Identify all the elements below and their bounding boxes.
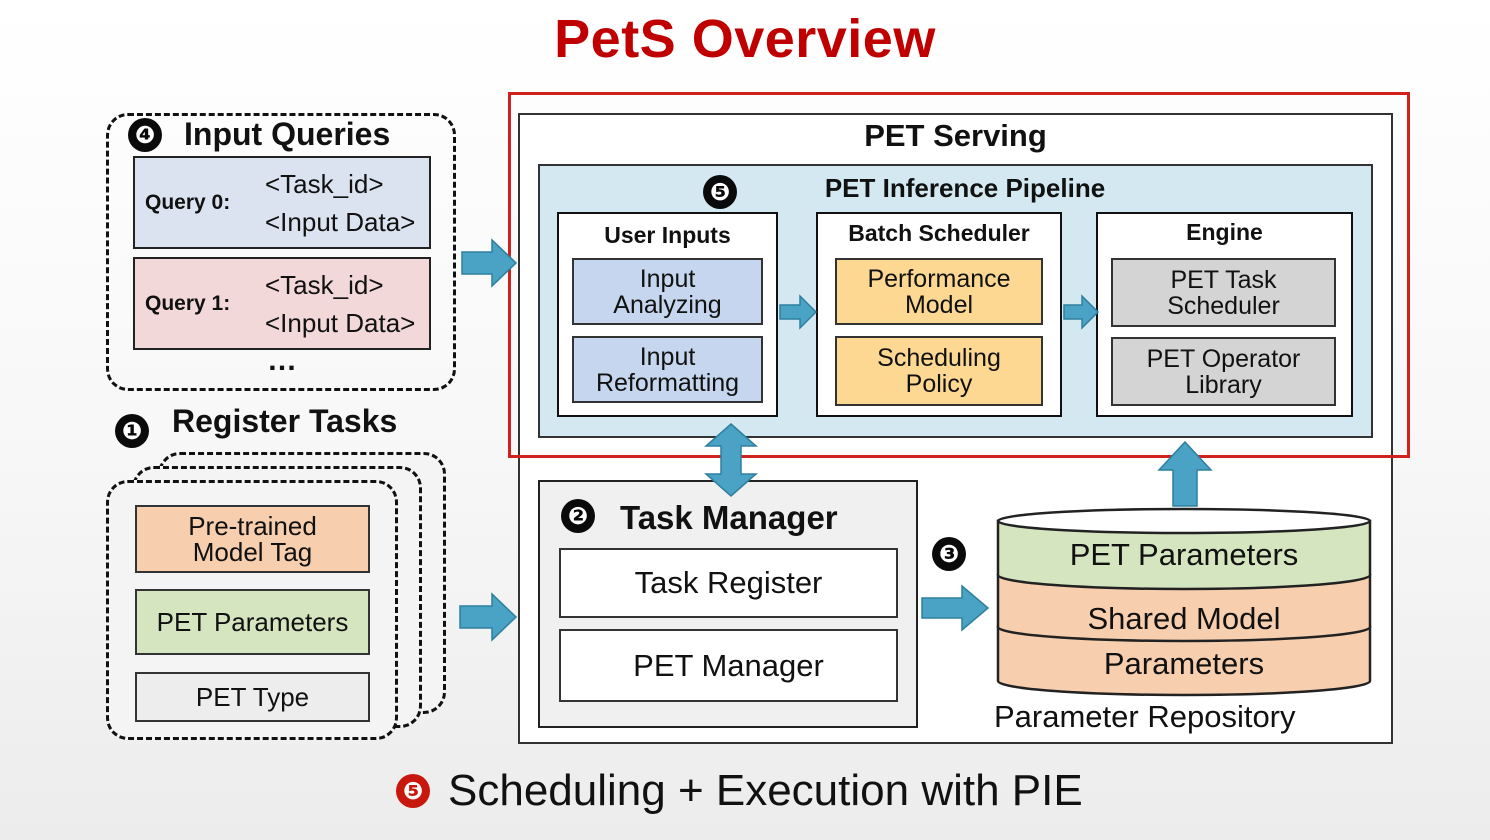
input-analyzing-box: Input Analyzing	[572, 258, 763, 325]
arrow-manager-pipeline-bidirectional	[704, 423, 758, 497]
step-3-badge: ❸	[932, 537, 966, 571]
query-0-box: Query 0: <Task_id> <Input Data>	[133, 156, 431, 249]
input-reformatting-box: Input Reformatting	[572, 336, 763, 403]
query-0-label: Query 0:	[145, 190, 231, 214]
performance-model-box: Performance Model	[835, 258, 1043, 325]
page-title: PetS Overview	[554, 9, 936, 69]
input-queries-panel	[106, 113, 456, 391]
engine-heading: Engine	[1186, 219, 1263, 245]
arrow-manager-to-repository	[921, 584, 990, 632]
more-queries-ellipsis: …	[267, 344, 297, 377]
step-4-badge: ❹	[128, 118, 162, 152]
query-0-input-data: <Input Data>	[265, 206, 416, 237]
cylinder-middle-layer	[996, 573, 1372, 643]
query-1-input-data: <Input Data>	[265, 307, 416, 338]
query-0-task-id: <Task_id>	[265, 168, 384, 199]
cylinder-bottom-layer	[996, 625, 1372, 697]
input-queries-heading: Input Queries	[184, 116, 391, 152]
pretrained-model-tag-box: Pre-trained Model Tag	[135, 505, 370, 573]
arrow-tasks-to-manager	[459, 592, 518, 642]
pipeline-highlight-frame	[508, 92, 1410, 458]
pet-type-box: PET Type	[135, 672, 370, 722]
repo-pet-parameters-label: PET Parameters	[1069, 537, 1299, 572]
step-5-badge: ❺	[703, 175, 737, 209]
arrow-repository-to-engine	[1157, 440, 1213, 507]
parameter-repository-cylinder	[996, 507, 1372, 697]
step-2-badge: ❷	[561, 499, 595, 533]
pet-manager-box: PET Manager	[559, 629, 898, 702]
arrow-queries-to-serving	[461, 238, 518, 288]
cylinder-top-layer	[996, 519, 1372, 591]
pet-operator-library-box: PET Operator Library	[1111, 337, 1336, 406]
step-1-badge: ❶	[115, 414, 149, 448]
register-tasks-heading: Register Tasks	[172, 403, 398, 439]
user-inputs-heading: User Inputs	[604, 222, 731, 248]
query-1-box: Query 1: <Task_id> <Input Data>	[133, 257, 431, 350]
arrow-inputs-to-scheduler	[779, 294, 818, 330]
query-1-label: Query 1:	[145, 291, 231, 315]
pet-task-scheduler-box: PET Task Scheduler	[1111, 258, 1336, 327]
register-pet-parameters-box: PET Parameters	[135, 589, 370, 655]
batch-scheduler-heading: Batch Scheduler	[848, 220, 1030, 246]
query-1-task-id: <Task_id>	[265, 269, 384, 300]
scheduling-policy-box: Scheduling Policy	[835, 336, 1043, 406]
pipeline-heading: PET Inference Pipeline	[824, 173, 1106, 203]
repo-shared-model-label: Shared Model	[1087, 601, 1281, 636]
parameter-repository-caption: Parameter Repository	[994, 699, 1296, 734]
pet-serving-heading: PET Serving	[864, 118, 1047, 153]
arrow-scheduler-to-engine	[1063, 294, 1100, 330]
footer-step-5-badge: ❺	[396, 774, 430, 808]
footer-caption: Scheduling + Execution with PIE	[448, 766, 1083, 815]
repo-parameters-label: Parameters	[1103, 646, 1265, 681]
cylinder-top-cap	[996, 507, 1372, 535]
task-manager-heading: Task Manager	[620, 499, 838, 536]
task-register-box: Task Register	[559, 548, 898, 618]
